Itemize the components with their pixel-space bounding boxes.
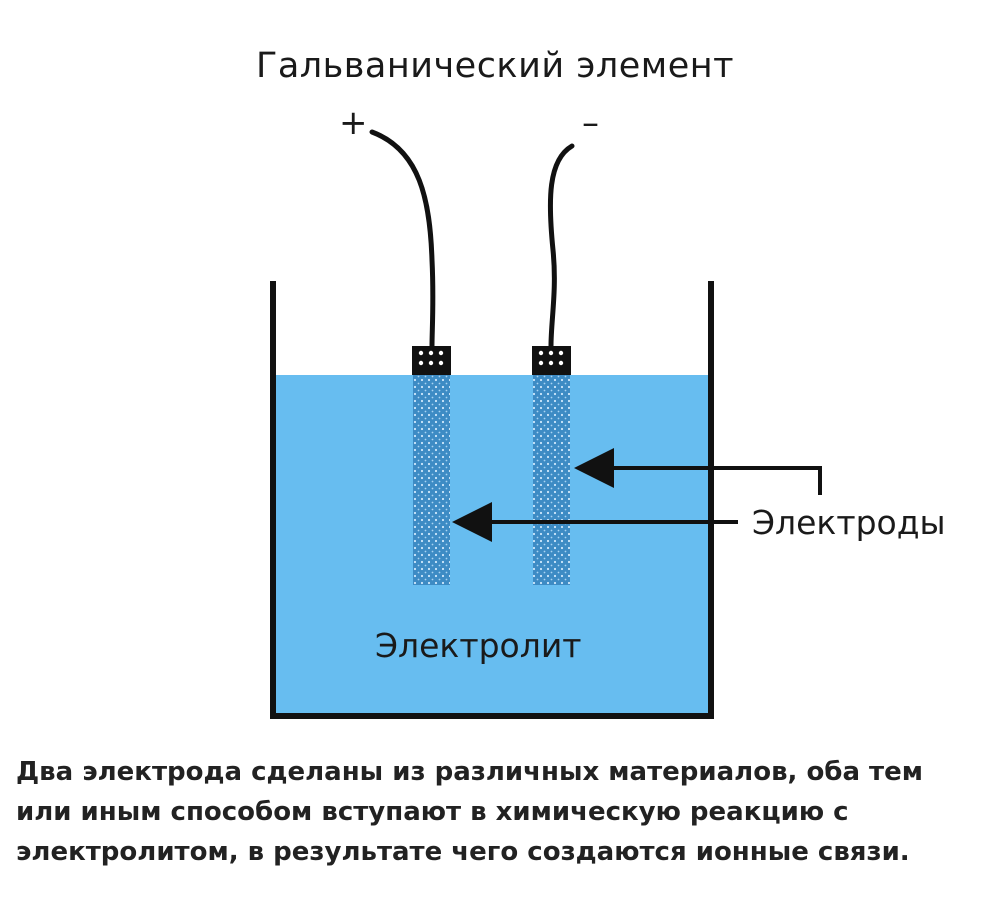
- negative-electrode: [532, 346, 571, 585]
- electrolyte-fill: [274, 375, 710, 716]
- negative-terminal-sign: –: [582, 103, 599, 143]
- negative-wire: [547, 143, 575, 349]
- positive-electrode: [412, 346, 451, 585]
- positive-electrode-cap: [412, 346, 451, 375]
- negative-electrode-body: [533, 375, 570, 585]
- positive-wire: [369, 129, 436, 349]
- caption-line: или иным способом вступают в химическую …: [16, 797, 849, 827]
- caption-line: Два электрода сделаны из различных матер…: [16, 757, 924, 787]
- electrolyte-label: Электролит: [375, 626, 582, 665]
- electrodes-label: Электроды: [752, 503, 946, 542]
- positive-terminal-sign: +: [339, 103, 368, 143]
- diagram-title: Гальванический элемент: [255, 46, 735, 86]
- negative-electrode-cap: [532, 346, 571, 375]
- caption-text: Два электрода сделаны из различных матер…: [16, 752, 976, 872]
- caption-line: электролитом, в результате чего создаютс…: [16, 837, 910, 867]
- positive-electrode-body: [413, 375, 450, 585]
- electrode-pointer-upper: [574, 448, 822, 495]
- container-walls: [270, 281, 714, 719]
